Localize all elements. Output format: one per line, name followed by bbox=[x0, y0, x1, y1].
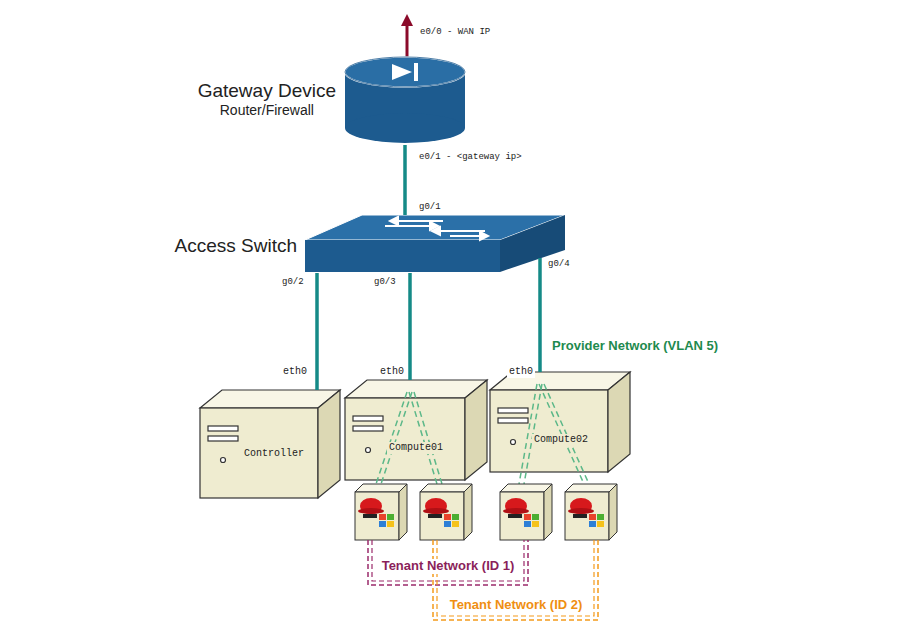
switch-icon bbox=[305, 215, 565, 272]
device-name: Gateway Device bbox=[198, 80, 336, 102]
vm-icon bbox=[420, 484, 472, 540]
port-label: e0/1 - <gateway ip> bbox=[417, 152, 524, 162]
port-label: g0/4 bbox=[546, 259, 572, 269]
server-chassis bbox=[490, 372, 630, 472]
tenant-bracket bbox=[433, 540, 598, 620]
server-node: Compute01 bbox=[345, 380, 487, 480]
server-name: Controller bbox=[242, 448, 306, 460]
network-link bbox=[403, 145, 407, 215]
router-icon bbox=[345, 57, 465, 143]
wan-uplink bbox=[406, 20, 409, 58]
port-label: g0/2 bbox=[280, 277, 306, 287]
device-name: Access Switch bbox=[175, 235, 297, 257]
vm-icon bbox=[355, 484, 407, 540]
port-label: g0/3 bbox=[372, 277, 398, 287]
tenant-bracket bbox=[372, 540, 524, 581]
server-node: Controller bbox=[200, 390, 340, 498]
network-label: Tenant Network (ID 1) bbox=[380, 559, 517, 574]
interface-label: eth0 bbox=[378, 366, 406, 378]
network-link bbox=[538, 258, 542, 372]
interface-label: eth0 bbox=[281, 366, 309, 378]
server-node: Compute02 bbox=[490, 372, 630, 472]
network-link bbox=[408, 273, 412, 380]
tenant-bracket bbox=[368, 540, 528, 585]
vm-icon bbox=[565, 484, 617, 540]
server-name: Compute01 bbox=[387, 442, 445, 454]
port-label: g0/1 bbox=[417, 202, 443, 212]
network-label: Provider Network (VLAN 5) bbox=[550, 339, 720, 354]
vm-icon bbox=[500, 484, 552, 540]
server-chassis bbox=[200, 390, 340, 498]
network-label: Tenant Network (ID 2) bbox=[448, 598, 585, 613]
interface-label: eth0 bbox=[507, 366, 535, 378]
tenant-bracket bbox=[437, 540, 594, 616]
router-node: Gateway DeviceRouter/Firewall bbox=[345, 55, 467, 145]
network-link bbox=[315, 273, 319, 390]
port-label: e0/0 - WAN IP bbox=[418, 27, 492, 37]
device-role: Router/Firewall bbox=[198, 102, 336, 118]
server-chassis bbox=[345, 380, 487, 480]
switch-node: Access Switch bbox=[305, 215, 567, 273]
server-name: Compute02 bbox=[532, 434, 590, 446]
